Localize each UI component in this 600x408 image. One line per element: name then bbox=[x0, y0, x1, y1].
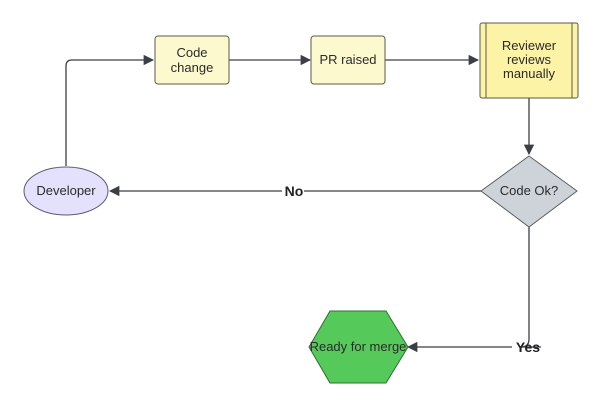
node-code-ok: Code Ok? bbox=[480, 155, 578, 228]
edge-developer-to-code-change bbox=[65, 54, 155, 166]
developer-ellipse bbox=[23, 166, 109, 216]
reviewer-label-line-1: Reviewer bbox=[502, 38, 557, 53]
edge-label-no: No bbox=[285, 183, 304, 199]
node-ready-for-merge: Ready for merge bbox=[308, 310, 409, 384]
code-change-box bbox=[154, 35, 230, 85]
code-ok-label-line-1: Code Ok? bbox=[500, 183, 559, 198]
node-developer: Developer bbox=[23, 166, 109, 216]
pr-raised-box bbox=[310, 35, 386, 85]
ready-for-merge-label-line-1: Ready for merge bbox=[310, 339, 407, 354]
developer-label-line-1: Developer bbox=[36, 183, 96, 198]
node-pr-raised: PR raised bbox=[310, 35, 386, 85]
reviewer-box bbox=[479, 22, 579, 99]
reviewer-label-line-2: reviews bbox=[507, 52, 552, 67]
ready-for-merge-octagon bbox=[308, 310, 409, 384]
code-change-label-line-2: change bbox=[171, 60, 214, 75]
reviewer-label-line-3: manually bbox=[503, 66, 556, 81]
edge-code-ok-to-ready-for-merge bbox=[408, 227, 541, 347]
code-ok-diamond bbox=[480, 155, 578, 228]
pr-raised-label-line-1: PR raised bbox=[319, 52, 376, 67]
node-reviewer: Reviewer reviews manually bbox=[479, 22, 579, 99]
edge-label-yes: Yes bbox=[516, 339, 540, 355]
code-change-label-line-1: Code bbox=[176, 45, 207, 60]
node-code-change: Code change bbox=[154, 35, 230, 85]
